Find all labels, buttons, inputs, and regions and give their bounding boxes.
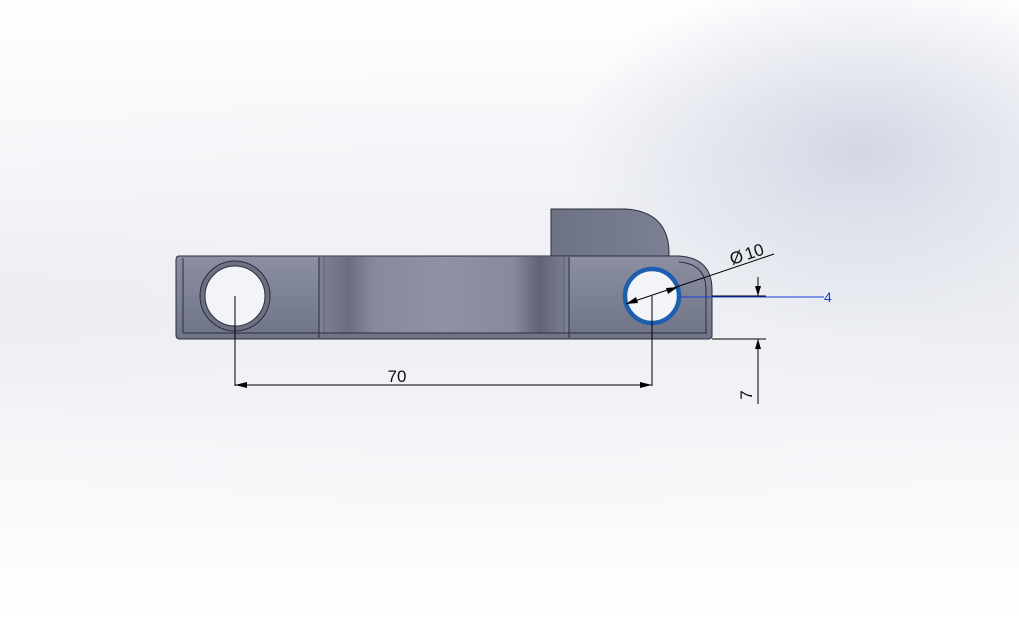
- edge-line: [678, 261, 707, 333]
- arrow-icon: [626, 297, 638, 304]
- leader-line: [625, 253, 775, 305]
- callout-text[interactable]: 4: [824, 289, 832, 305]
- dimension-70[interactable]: 70: [235, 367, 652, 388]
- part-tab[interactable]: [550, 208, 670, 259]
- dimension-70-text[interactable]: 70: [388, 367, 407, 386]
- arrow-up-icon: [755, 339, 761, 349]
- dimension-diameter-text[interactable]: 10: [742, 240, 766, 264]
- part-groove: [319, 257, 569, 333]
- arrow-left-icon: [235, 382, 247, 388]
- arrow-right-icon: [640, 382, 652, 388]
- dimension-7-text[interactable]: 7: [737, 390, 756, 399]
- arrow-icon: [666, 287, 678, 294]
- diameter-symbol: Ø: [727, 247, 745, 269]
- selection-callout[interactable]: 4: [679, 289, 832, 305]
- arrow-down-icon: [755, 286, 761, 296]
- dimension-7[interactable]: 7: [712, 277, 766, 404]
- dimension-diameter[interactable]: Ø 10: [625, 240, 775, 305]
